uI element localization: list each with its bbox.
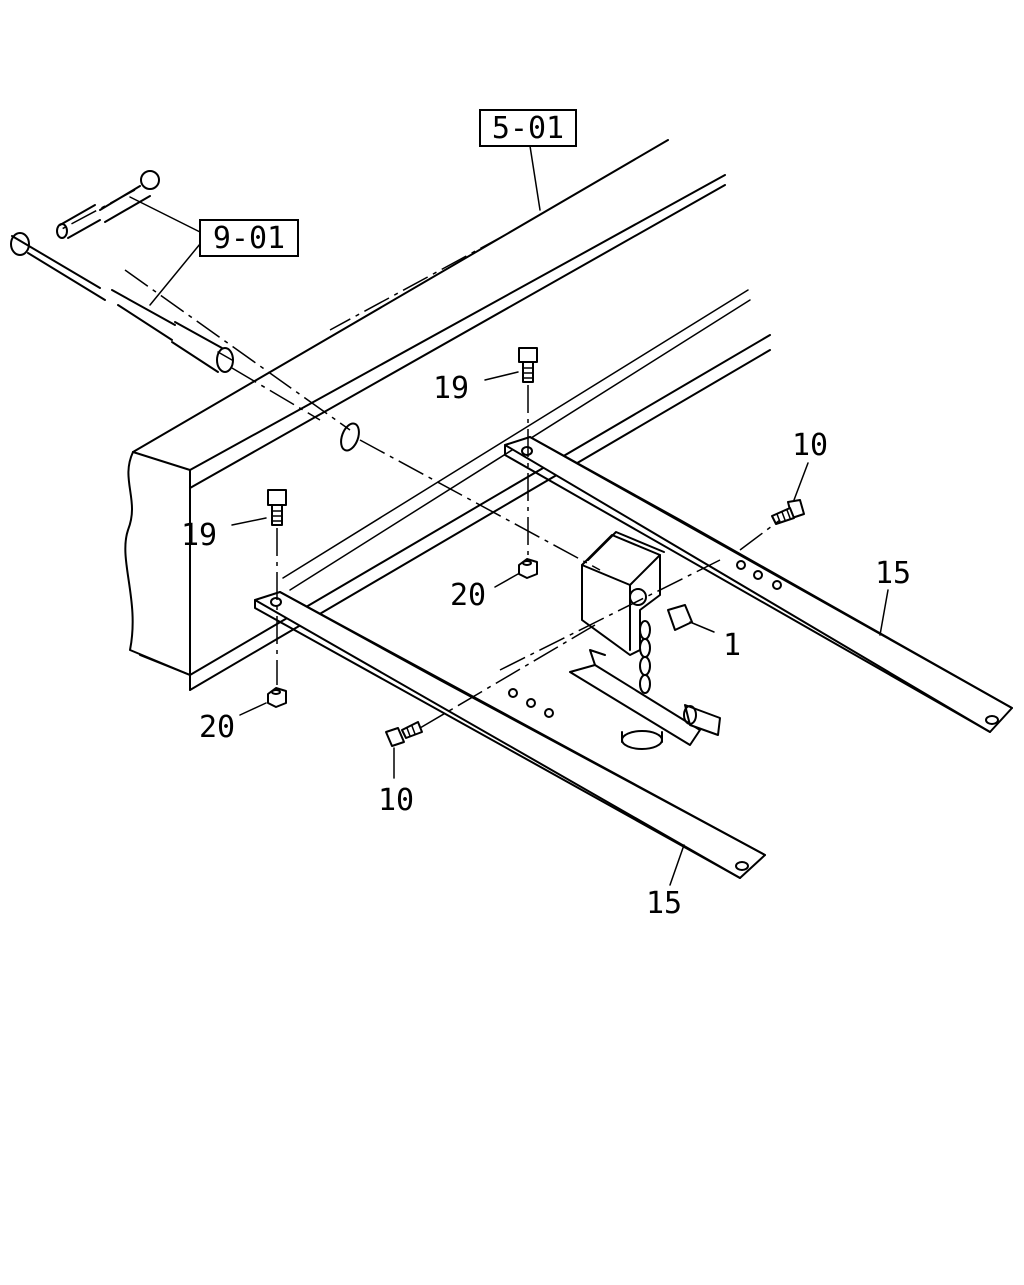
callout-bracket: 1 bbox=[723, 628, 741, 663]
callout-nut-left: 20 bbox=[199, 710, 235, 745]
bolt-10-right bbox=[771, 499, 805, 525]
callout-crossmember-right: 15 bbox=[875, 556, 911, 591]
crossmember-left bbox=[254, 591, 766, 879]
callout-crossmember-left: 15 bbox=[646, 886, 682, 921]
callout-bolt-left: 10 bbox=[378, 783, 414, 818]
nut-20-left bbox=[267, 687, 287, 708]
callout-bolt-right: 10 bbox=[792, 428, 828, 463]
callout-bolt-top-left: 19 bbox=[181, 518, 217, 553]
bolt-19-top-left bbox=[267, 489, 287, 526]
leader-lines bbox=[129, 145, 889, 886]
ref-box-pin: 9-01 bbox=[199, 219, 299, 257]
spare-tire-bracket bbox=[569, 531, 721, 750]
crossmember-right bbox=[504, 436, 1013, 733]
assembly-lines bbox=[59, 189, 781, 729]
chain bbox=[639, 620, 651, 694]
ref-label-frame: 5-01 bbox=[492, 111, 564, 146]
callout-bolt-top-right: 19 bbox=[433, 371, 469, 406]
nut-20-right bbox=[518, 558, 538, 579]
pin-assembly bbox=[10, 170, 234, 373]
bolt-19-top-right bbox=[518, 347, 538, 383]
callout-nut-right: 20 bbox=[450, 578, 486, 613]
ref-label-pin: 9-01 bbox=[213, 221, 285, 256]
bolt-10-left bbox=[385, 721, 423, 747]
ref-box-frame: 5-01 bbox=[479, 109, 577, 147]
